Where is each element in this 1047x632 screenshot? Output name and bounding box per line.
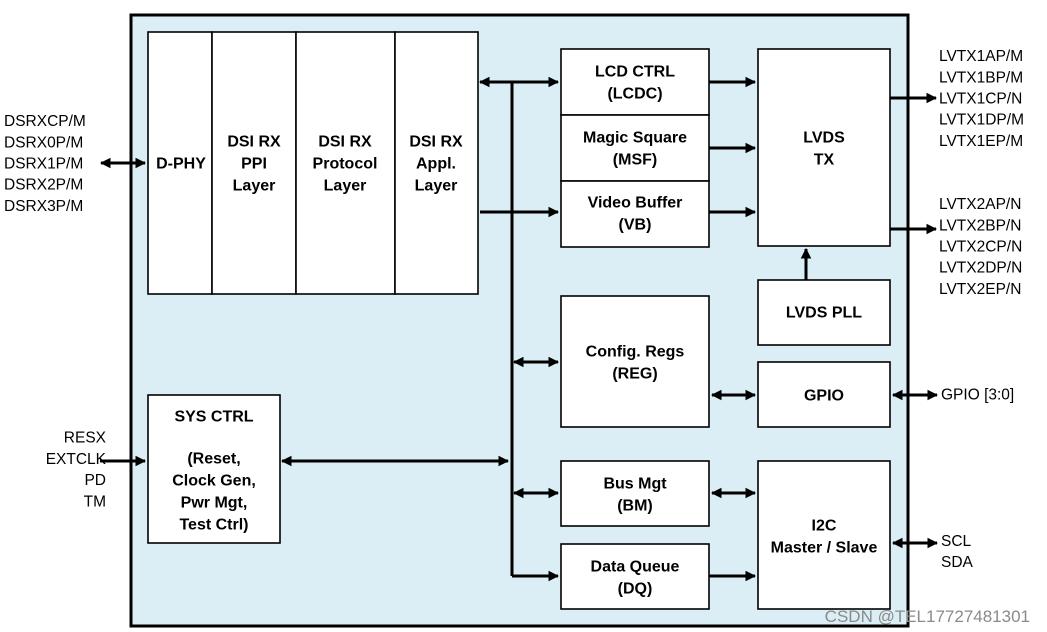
dq-block — [560, 543, 710, 610]
watermark: CSDN @TEL17727481301 — [825, 607, 1030, 626]
gpio-pin-label: GPIO [3:0] — [941, 387, 1014, 404]
internal-bus — [280, 76, 560, 582]
pipeline-connections — [709, 76, 812, 582]
bm-label: Bus Mgt(BM) — [603, 476, 667, 515]
dsi-rx-stack — [147, 31, 479, 295]
lvds-pll-block — [757, 279, 891, 346]
lvds-tx-block — [757, 48, 891, 247]
ppi-layer-block — [211, 31, 297, 295]
msf-label: Magic Square(MSF) — [583, 130, 687, 169]
i2c-block — [757, 460, 891, 610]
dphy-block — [147, 31, 213, 295]
gpio-block — [757, 361, 891, 428]
sysctrl-description: (Reset,Clock Gen,Pwr Mgt,Test Ctrl) — [172, 451, 256, 534]
lcdc-block — [560, 48, 710, 116]
bm-block — [560, 460, 710, 527]
vb-label: Video Buffer(VB) — [588, 195, 683, 234]
dphy-label: D-PHY — [156, 156, 206, 173]
gpio-label: GPIO — [804, 388, 844, 405]
dq-label: Data Queue(DQ) — [591, 559, 680, 598]
lcdc-label: LCD CTRL(LCDC) — [595, 64, 675, 103]
reg-block — [560, 295, 710, 428]
lvds-pll-label: LVDS PLL — [786, 305, 862, 322]
vb-block — [560, 180, 710, 248]
reg-label: Config. Regs(REG) — [586, 344, 685, 383]
sysctrl-title: SYS CTRL — [174, 409, 253, 426]
protocol-layer-block — [295, 31, 396, 295]
sysctrl-block — [147, 394, 281, 544]
msf-block — [560, 114, 710, 182]
external-connections — [99, 92, 939, 549]
appl-layer-block — [394, 31, 479, 295]
